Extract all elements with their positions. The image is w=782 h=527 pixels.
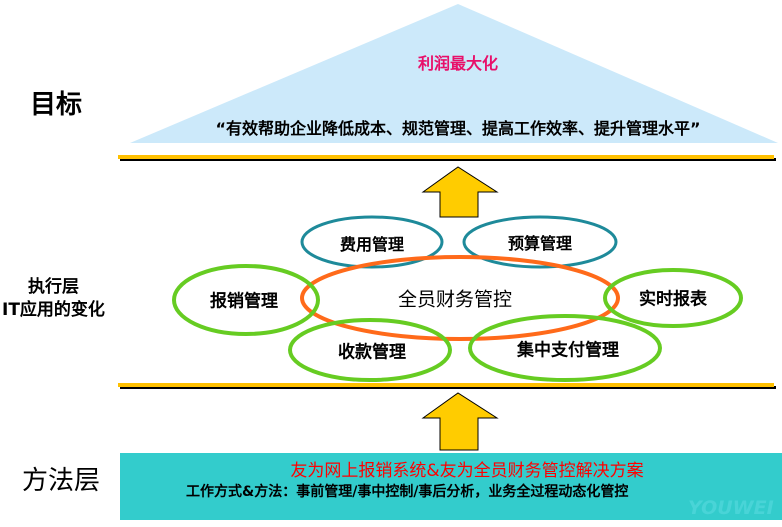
layer-label-method: 方法层 — [22, 466, 101, 496]
layer-label-execution: 执行层 — [28, 277, 79, 297]
center-label: 全员财务管控 — [397, 288, 513, 311]
module-reimburse: 报销管理 — [210, 291, 278, 312]
layer-label-goal: 目标 — [30, 90, 83, 120]
method-approach: 工作方式&方法：事前管理/事中控制/事后分析，业务全过程动态化管控 — [186, 484, 629, 500]
arrow-up-icon — [421, 392, 499, 451]
ring-budget — [462, 215, 618, 269]
divider-top — [118, 155, 774, 159]
module-report: 实时报表 — [639, 289, 707, 310]
module-receipt: 收款管理 — [338, 342, 406, 363]
divider-shadow-bottom — [120, 386, 776, 389]
module-payment: 集中支付管理 — [517, 340, 619, 361]
module-fee: 费用管理 — [339, 235, 405, 254]
arrow-up-icon — [421, 166, 499, 218]
ring-report — [603, 268, 743, 328]
ring-reimburse — [172, 264, 320, 336]
method-box — [120, 453, 782, 520]
method-solution: 友为网上报销系统&友为全员财务管控解决方案 — [290, 461, 644, 481]
ring-receipt — [288, 318, 452, 382]
ring-fee — [300, 215, 444, 269]
goal-headline: 利润最大化 — [417, 54, 499, 73]
goal-statement: “有效帮助企业降低成本、规范管理、提高工作效率、提升管理水平” — [215, 119, 701, 138]
layer-label-it: IT应用的变化 — [2, 300, 105, 320]
module-budget: 预算管理 — [507, 234, 573, 253]
goal-triangle — [130, 4, 778, 143]
divider-shadow-top — [120, 158, 776, 161]
watermark-logo: YOUWEI — [688, 497, 774, 519]
divider-bottom — [118, 383, 774, 387]
ring-payment — [468, 314, 662, 382]
ring-center — [300, 255, 620, 341]
